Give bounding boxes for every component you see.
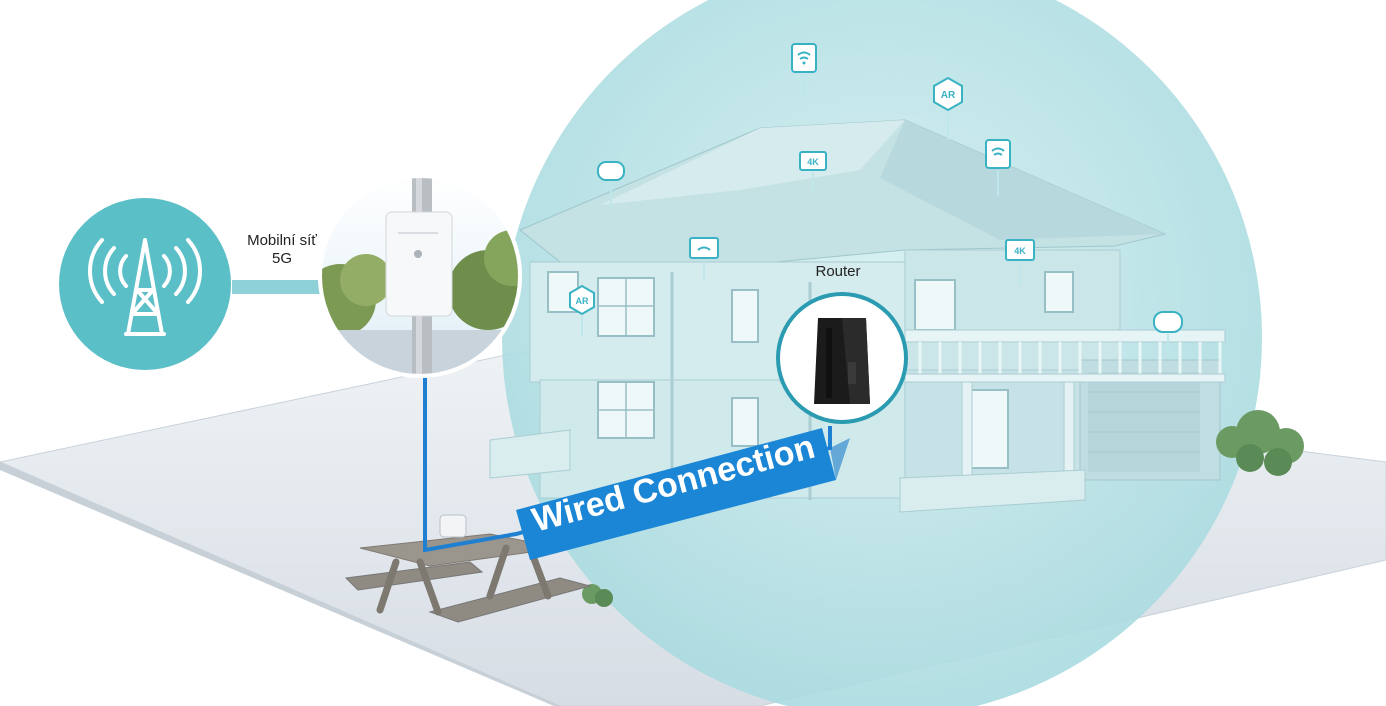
ar-icon-top [933, 76, 963, 140]
tv-4k-icon-center [799, 151, 827, 192]
tablet-wifi-icon-right [985, 139, 1011, 196]
router-label: Router [815, 263, 861, 280]
mobile-network-label: Mobilní síť 5G [232, 232, 332, 268]
tablet-wifi-icon-top [791, 43, 817, 98]
shrub-left [582, 584, 613, 607]
wired-cable [423, 372, 832, 553]
device-icons [569, 43, 1183, 356]
gamepad-icon-right [1153, 311, 1183, 356]
ar-icon-left [569, 284, 595, 336]
outdoor-cpe-device [385, 211, 453, 317]
icon-label-ar-top: AR [941, 90, 956, 101]
mobile-network-text: Mobilní síť [247, 232, 317, 249]
icon-label-4k-center: 4K [807, 157, 819, 167]
monitor-wifi-icon [689, 237, 719, 280]
picnic-table [344, 533, 592, 623]
icon-label-ar-left: AR [576, 296, 589, 306]
ground-edge [0, 462, 560, 706]
mobile-generation-text: 5G [271, 250, 292, 267]
tv-4k-icon-right [1005, 239, 1035, 284]
cell-tower-icon [88, 238, 202, 336]
icon-label-4k-right: 4K [1014, 246, 1026, 256]
wired-connection-banner [516, 428, 836, 560]
cell-tower-circle [59, 198, 231, 370]
gamepad-icon-left [597, 161, 625, 206]
tower-link [232, 280, 332, 294]
poe-injector [439, 514, 467, 538]
router-badge [776, 292, 908, 424]
outdoor-unit-photo [318, 174, 522, 378]
shrub-right [1216, 410, 1304, 476]
